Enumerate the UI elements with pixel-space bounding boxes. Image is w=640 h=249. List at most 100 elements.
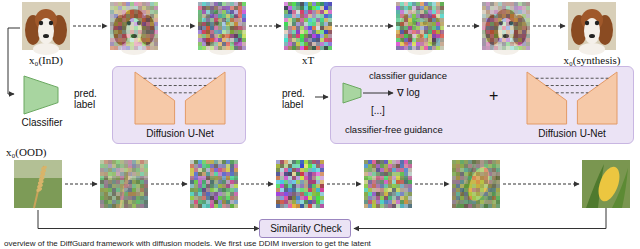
dog-face: [38, 18, 54, 44]
noise-pixel: [400, 34, 404, 38]
noise-pixel: [222, 38, 226, 42]
noise-pixel: [488, 164, 492, 168]
corn-leaf: [612, 168, 628, 208]
noise-pixel: [308, 200, 312, 204]
noise-pixel: [142, 46, 146, 50]
noise-pixel: [128, 180, 132, 184]
noise-pixel: [194, 180, 198, 184]
image-node: x₀(synthesis): [554, 2, 630, 66]
noise-pixel: [300, 42, 304, 46]
noise-pixel: [222, 204, 226, 208]
noise-pixel: [424, 26, 428, 30]
noise-pixel: [218, 46, 222, 50]
noise-pixel: [476, 180, 480, 184]
noise-pixel: [296, 26, 300, 30]
noise-pixel: [292, 200, 296, 204]
noise-pixel: [436, 38, 440, 42]
node-text: [...]: [371, 105, 385, 116]
noise-pixel: [140, 160, 144, 164]
noise-pixel: [280, 164, 284, 168]
noise-pixel: [472, 168, 476, 172]
noise-pixel: [506, 30, 510, 34]
noise-pixel: [136, 184, 140, 188]
noise-pixel: [432, 2, 436, 6]
noise-pixel: [502, 22, 506, 26]
noise-pixel: [132, 188, 136, 192]
noise-pixel: [136, 204, 140, 208]
noise-pixel: [146, 18, 150, 22]
noise-pixel: [312, 204, 316, 208]
noise-pixel: [198, 204, 202, 208]
noise-pixel: [230, 188, 234, 192]
noise-pixel: [480, 160, 484, 164]
noise-pixel: [420, 18, 424, 22]
noise-pixel: [230, 164, 234, 168]
process-arrow: [73, 26, 107, 27]
noise-pixel: [496, 204, 500, 208]
noise-pixel: [128, 168, 132, 172]
noise-pixel: [328, 18, 332, 22]
noise-pixel: [276, 188, 280, 192]
noise-pixel: [372, 172, 376, 176]
dog-chest: [121, 43, 147, 55]
noise-pixel: [526, 30, 530, 34]
noise-pixel: [420, 10, 424, 14]
noise-pixel: [400, 176, 404, 180]
noise-pixel: [116, 204, 120, 208]
noise-pixel: [416, 10, 420, 14]
noise-pixel: [308, 26, 312, 30]
noise-pixel: [368, 176, 372, 180]
noise-pixel: [496, 176, 500, 180]
noise-pixel: [226, 6, 230, 10]
noise-pixel: [288, 30, 292, 34]
noise-pixel: [316, 188, 320, 192]
noise-pixel: [432, 6, 436, 10]
noise-pixel: [288, 22, 292, 26]
noise-pixel: [400, 46, 404, 50]
noise-pixel: [320, 14, 324, 18]
noise-pixel: [230, 38, 234, 42]
noise-pixel: [126, 22, 130, 26]
noise-pixel: [116, 180, 120, 184]
noise-pixel: [522, 38, 526, 42]
noise-pixel: [142, 38, 146, 42]
noise-pixel: [492, 172, 496, 176]
noise-pixel: [408, 46, 412, 50]
noise-pixel: [498, 34, 502, 38]
noise-pixel: [210, 176, 214, 180]
noise-pixel: [296, 14, 300, 18]
noise-pixel: [280, 184, 284, 188]
noise-pixel: [392, 188, 396, 192]
noise-pixel: [276, 176, 280, 180]
noise-pixel: [230, 200, 234, 204]
noise-pixel: [482, 26, 486, 30]
dog-nose: [219, 34, 225, 38]
noise-pixel: [420, 22, 424, 26]
noise-pixel: [100, 160, 104, 164]
noise-pixel: [404, 42, 408, 46]
noise-pixel: [234, 196, 238, 200]
noise-pixel: [384, 188, 388, 192]
noise-pixel: [380, 184, 384, 188]
noise-pixel: [210, 6, 214, 10]
noise-pixel: [226, 38, 230, 42]
noise-pixel: [472, 200, 476, 204]
noise-pixel: [118, 10, 122, 14]
noise-pixel: [498, 22, 502, 26]
noise-pixel: [202, 30, 206, 34]
noise-pixel: [496, 200, 500, 204]
noise-pixel: [222, 22, 226, 26]
noise-pixel: [292, 46, 296, 50]
noise-pixel: [400, 30, 404, 34]
unet-decoder: [185, 72, 225, 124]
noise-pixel: [234, 10, 238, 14]
noise-pixel: [502, 42, 506, 46]
noise-pixel: [432, 42, 436, 46]
noise-pixel: [526, 42, 530, 46]
noise-pixel: [320, 164, 324, 168]
noise-pixel: [292, 188, 296, 192]
noise-pixel: [308, 196, 312, 200]
noise-pixel: [456, 172, 460, 176]
noise-pixel: [486, 34, 490, 38]
